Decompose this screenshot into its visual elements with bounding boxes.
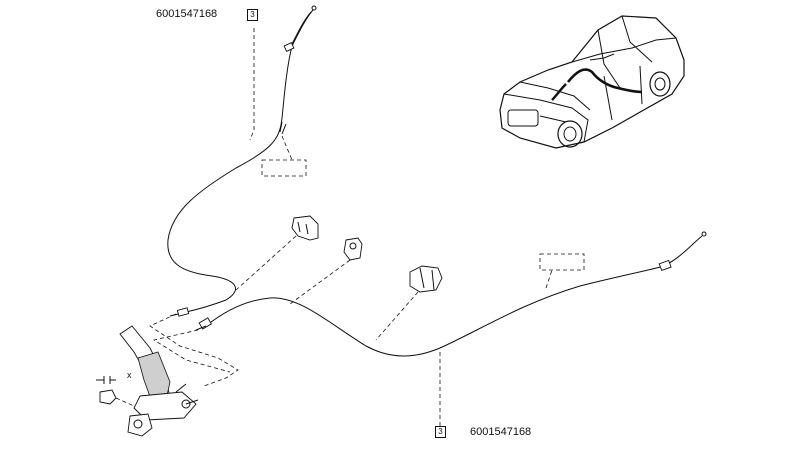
cable-clip-2 xyxy=(343,237,363,261)
note-box-front xyxy=(261,135,307,177)
fastener xyxy=(96,376,135,407)
callout-box-bottom: 3 xyxy=(435,426,446,438)
cable-clip-1 xyxy=(291,215,319,241)
car-illustration xyxy=(499,15,685,149)
leader-lines xyxy=(149,28,441,426)
note-box-rear xyxy=(539,253,585,289)
cable-clip-3 xyxy=(409,265,443,293)
rear-cable xyxy=(195,231,707,357)
part-number-label-bottom: 6001547168 xyxy=(470,426,532,438)
front-cable xyxy=(167,5,317,317)
fastener-mark-label: x xyxy=(127,370,132,380)
callout-box-top: 3 xyxy=(247,9,258,21)
handbrake-lever xyxy=(119,325,199,437)
part-number-label-top: 6001547168 xyxy=(156,8,218,20)
